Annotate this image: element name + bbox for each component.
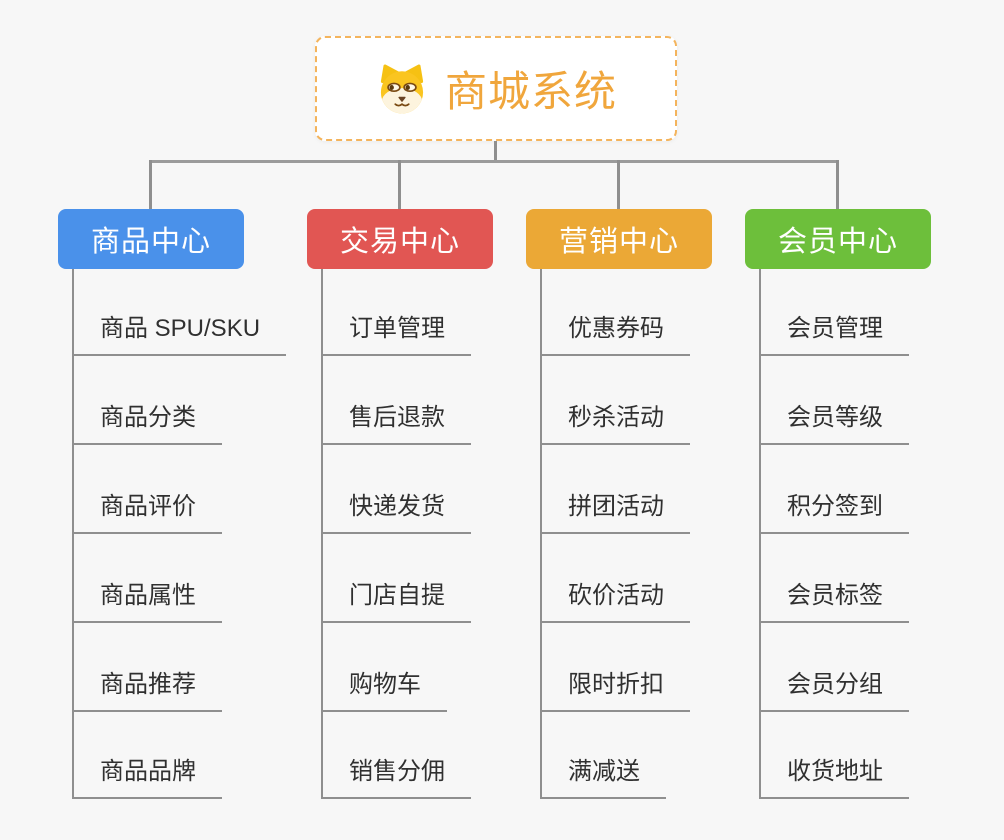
child-node-product-brand[interactable]: 商品品牌 xyxy=(72,755,222,799)
branch-children-product-center: 商品 SPU/SKU 商品分类 商品评价 商品属性 商品推荐 商品品牌 xyxy=(72,269,302,809)
child-node-full-reduction[interactable]: 满减送 xyxy=(540,755,666,799)
child-node-member-management[interactable]: 会员管理 xyxy=(759,312,909,356)
connector-trunk xyxy=(149,160,839,163)
connector-drop-branch-1 xyxy=(149,160,152,210)
child-node-product-spu-sku[interactable]: 商品 SPU/SKU xyxy=(72,312,287,356)
child-node-shipping-address[interactable]: 收货地址 xyxy=(759,755,909,799)
root-node-mall-system[interactable]: 商城系统 xyxy=(315,36,677,141)
child-node-order-management[interactable]: 订单管理 xyxy=(321,312,471,356)
child-node-limited-time-discount[interactable]: 限时折扣 xyxy=(540,668,690,712)
child-node-sales-commission[interactable]: 销售分佣 xyxy=(321,755,471,799)
child-node-product-attribute[interactable]: 商品属性 xyxy=(72,579,222,623)
branch-children-member-center: 会员管理 会员等级 积分签到 会员标签 会员分组 收货地址 xyxy=(759,269,989,809)
child-node-group-buying[interactable]: 拼团活动 xyxy=(540,490,690,534)
connector-drop-branch-2 xyxy=(398,160,401,210)
child-node-product-category[interactable]: 商品分类 xyxy=(72,401,222,445)
child-node-flash-sale[interactable]: 秒杀活动 xyxy=(540,401,690,445)
child-node-bargain-activity[interactable]: 砍价活动 xyxy=(540,579,690,623)
child-node-store-pickup[interactable]: 门店自提 xyxy=(321,579,471,623)
child-node-product-recommend[interactable]: 商品推荐 xyxy=(72,668,222,712)
child-node-product-review[interactable]: 商品评价 xyxy=(72,490,222,534)
child-node-shopping-cart[interactable]: 购物车 xyxy=(321,668,447,712)
branch-children-marketing-center: 优惠券码 秒杀活动 拼团活动 砍价活动 限时折扣 满减送 xyxy=(540,269,770,809)
connector-drop-branch-3 xyxy=(617,160,620,210)
child-node-express-delivery[interactable]: 快递发货 xyxy=(321,490,471,534)
branch-node-member-center[interactable]: 会员中心 xyxy=(745,209,931,269)
child-node-aftersale-refund[interactable]: 售后退款 xyxy=(321,401,471,445)
branch-node-product-center[interactable]: 商品中心 xyxy=(58,209,244,269)
connector-root-stub xyxy=(494,141,497,162)
root-title: 商城系统 xyxy=(444,68,617,115)
child-node-points-checkin[interactable]: 积分签到 xyxy=(759,490,909,534)
shiba-dog-icon xyxy=(380,64,424,113)
branch-children-trade-center: 订单管理 售后退款 快递发货 门店自提 购物车 销售分佣 xyxy=(321,269,551,809)
branch-node-trade-center[interactable]: 交易中心 xyxy=(307,209,493,269)
branch-node-marketing-center[interactable]: 营销中心 xyxy=(526,209,712,269)
child-node-member-tag[interactable]: 会员标签 xyxy=(759,579,909,623)
child-node-coupon-code[interactable]: 优惠券码 xyxy=(540,312,690,356)
child-node-member-group[interactable]: 会员分组 xyxy=(759,668,909,712)
child-node-member-level[interactable]: 会员等级 xyxy=(759,401,909,445)
connector-drop-branch-4 xyxy=(836,160,839,210)
